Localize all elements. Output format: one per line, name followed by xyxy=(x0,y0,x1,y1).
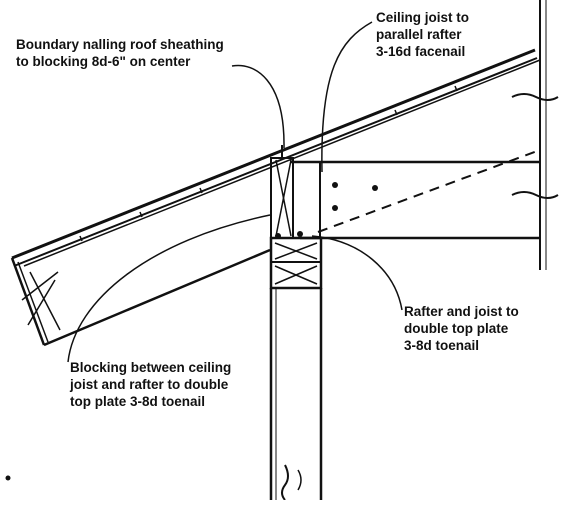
callout-line: joist and rafter to double xyxy=(70,377,229,392)
wall-stud xyxy=(269,288,323,501)
callout-line: 3-16d facenail xyxy=(376,44,466,59)
blocking-member xyxy=(270,145,294,239)
callout-line: Ceiling joist to xyxy=(376,10,469,25)
rafter xyxy=(10,48,541,347)
ceiling-joist xyxy=(290,149,541,240)
callout-ceiling-joist-to-rafter: Ceiling joist to parallel rafter 3-16d f… xyxy=(376,9,469,60)
callout-boundary-nailing: Boundary nalling roof sheathing to block… xyxy=(16,36,224,70)
callout-line: double top plate xyxy=(404,321,509,336)
callout-line: top plate 3-8d toenail xyxy=(70,394,206,409)
callout-line: Blocking between ceiling xyxy=(70,360,232,375)
callout-line: parallel rafter xyxy=(376,27,462,42)
callout-blocking: Blocking between ceiling joist and rafte… xyxy=(70,359,231,410)
sheathing-nails xyxy=(79,85,458,242)
callout-rafter-and-joist: Rafter and joist to double top plate 3-8… xyxy=(404,303,519,354)
callout-line: 3-8d toenail xyxy=(404,338,480,353)
callout-line: Boundary nalling roof sheathing xyxy=(16,37,224,52)
double-top-plate xyxy=(269,231,323,290)
rafter-tail-block xyxy=(21,271,61,331)
leader-lines xyxy=(67,21,403,363)
scan-speck xyxy=(5,475,11,481)
callout-line: to blocking 8d-6" on center xyxy=(16,54,191,69)
break-lines xyxy=(511,0,559,270)
callout-line: Rafter and joist to xyxy=(404,304,519,319)
